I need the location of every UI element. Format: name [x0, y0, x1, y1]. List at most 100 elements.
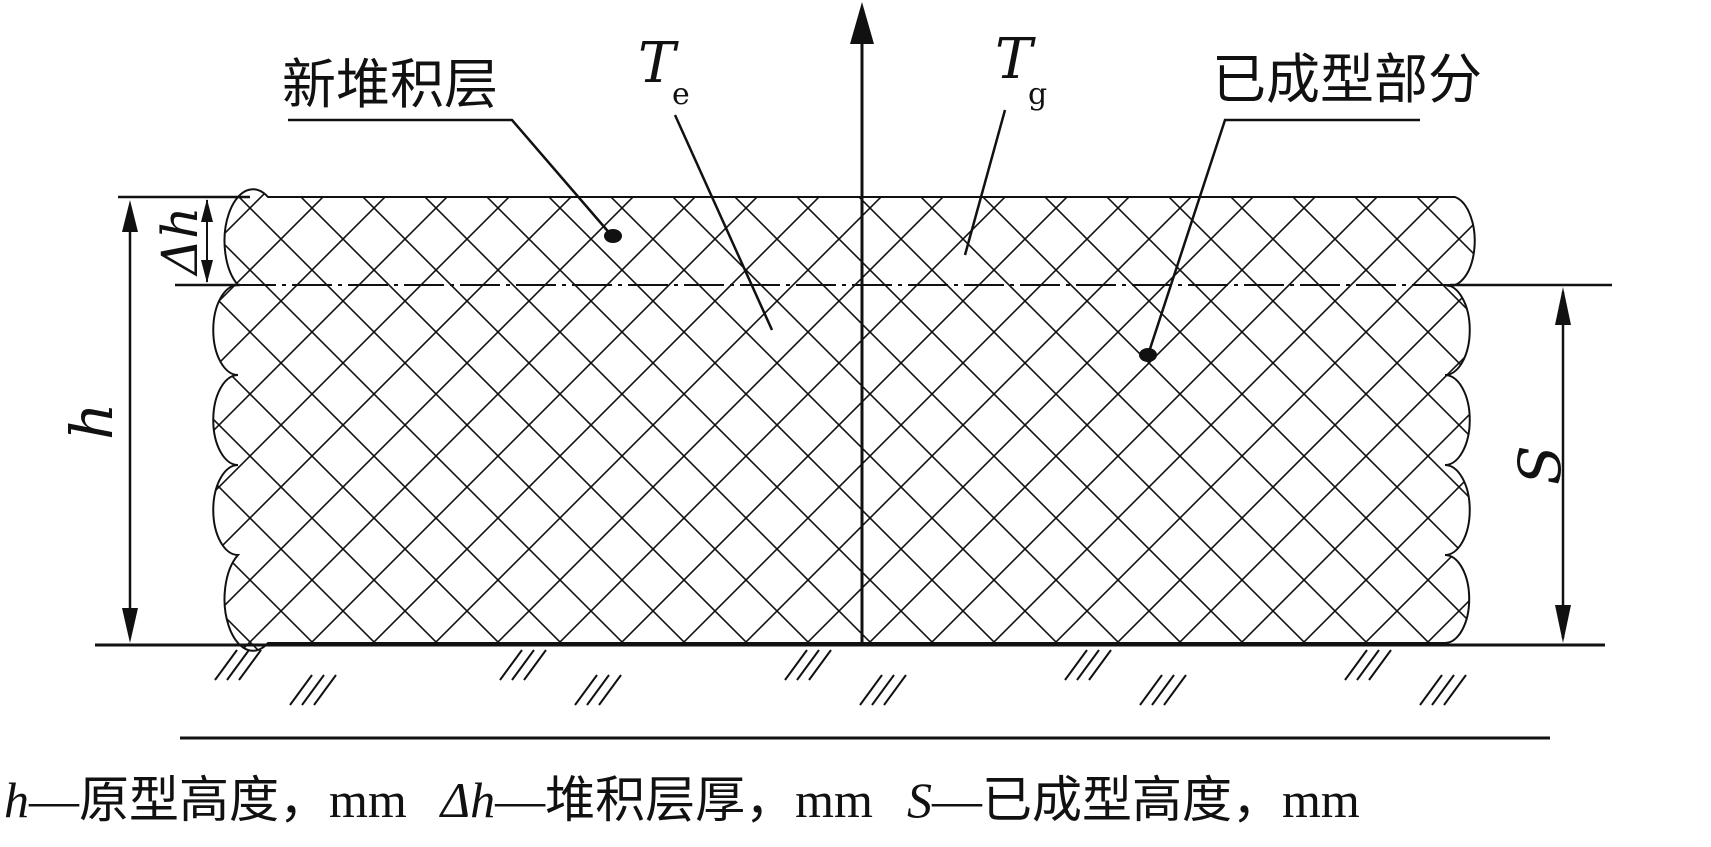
hatch-line [625, 189, 1177, 651]
ground-hatch-mark [586, 674, 610, 706]
caption-dh: Δh—堆积层厚，mm [440, 772, 873, 828]
caption-h: h—原型高度，mm [4, 772, 407, 828]
h-arrow-bottom [122, 608, 138, 643]
hatch-line [1059, 189, 1475, 651]
temperature-axis-arrowhead [850, 2, 874, 44]
hatch-line [1494, 150, 1711, 700]
ground-hatch-mark [511, 649, 535, 681]
hatch-line [213, 189, 495, 651]
hatch-line [1307, 189, 1475, 651]
figure-caption: h—原型高度，mm Δh—堆积层厚，mm S—已成型高度，mm [4, 760, 1709, 840]
new-layer-dot [604, 229, 622, 243]
dh-arrow-top [201, 199, 213, 222]
hatch-line [1680, 150, 1711, 700]
tg-leader [963, 109, 1007, 256]
dh-arrow-bottom [201, 260, 213, 283]
new-layer-label: 新堆积层 [282, 53, 498, 116]
ground-hatch-mark [238, 649, 262, 681]
hatch-line [0, 150, 60, 700]
ground-hatch-mark [313, 674, 337, 706]
hatch-line [213, 189, 433, 651]
hatch-line [997, 189, 1475, 651]
ground-hatch-mark [1368, 649, 1392, 681]
hatch-line [501, 189, 1053, 651]
ground-hatch-mark [1419, 674, 1443, 706]
ground-hatch-mark [1139, 674, 1163, 706]
hatch-line [213, 189, 371, 651]
ground-hatch-mark [808, 649, 832, 681]
ground-hatch-mark [1088, 649, 1112, 681]
h-label: h [58, 403, 126, 440]
hatch-line [687, 189, 1239, 651]
hatch-line [1618, 150, 1711, 700]
hatch-line [439, 189, 991, 651]
dh-label: Δh [151, 207, 209, 277]
caption-s: S—已成型高度，mm [906, 772, 1360, 828]
h-arrow-top [122, 200, 138, 232]
hatch-line [749, 189, 1301, 651]
s-arrow-bottom [1555, 605, 1571, 643]
ground-hatch-mark [796, 649, 820, 681]
tg-label: T [995, 27, 1036, 92]
ground-hatch-mark [301, 674, 325, 706]
ground-hatch-mark [499, 649, 523, 681]
ground-hatch-mark [784, 649, 808, 681]
hatch-line [1245, 189, 1475, 651]
hatch-line [253, 189, 805, 651]
tg-subscript: g [1028, 77, 1047, 112]
part-outline [212, 188, 1476, 652]
hatch-line [1369, 189, 1475, 651]
hatch-line [213, 189, 433, 651]
hatch-line [377, 189, 929, 651]
new-layer-leader [288, 118, 613, 237]
hatch-line [213, 189, 557, 651]
hatch-line [1618, 150, 1711, 700]
ground-hatch-mark [598, 674, 622, 706]
hatch-line [1556, 150, 1711, 700]
te-subscript: e [672, 77, 690, 112]
ground-hatch-mark [214, 649, 238, 681]
hatch-line [873, 189, 1425, 651]
hatch-line [1183, 189, 1475, 651]
hatch-line [1494, 150, 1711, 700]
hatch-line [563, 189, 1115, 651]
hatch-line [315, 189, 867, 651]
ground-hatch-mark [1163, 674, 1187, 706]
hatch-line [213, 189, 619, 651]
hatch-line [1680, 150, 1711, 700]
ground-hatch-mark [883, 674, 907, 706]
formed-part-label: 已成型部分 [1212, 48, 1482, 111]
ground-hatch-mark [1431, 674, 1455, 706]
hatch-line [0, 150, 60, 700]
ground-hatch-mark [289, 674, 313, 706]
hatch-line [1369, 189, 1475, 651]
formed-part-leader [1146, 118, 1420, 356]
hatch-line [811, 189, 1363, 651]
crosshatch-pattern [0, 150, 1711, 700]
ground-hatch-mark [523, 649, 547, 681]
ground-hatch-mark [859, 674, 883, 706]
ground-hatch-mark [1076, 649, 1100, 681]
ground-hatch-mark [226, 649, 250, 681]
hatch-line [213, 189, 743, 651]
s-label: S [1506, 445, 1574, 485]
hatch-line [1245, 189, 1475, 651]
ground-hatching [214, 649, 1467, 706]
s-arrow-top [1555, 287, 1571, 325]
hatch-line [1307, 189, 1475, 651]
formed-part-dot [1139, 348, 1157, 362]
hatch-line [213, 189, 371, 651]
ground-hatch-mark [1356, 649, 1380, 681]
ground-hatch-mark [574, 674, 598, 706]
hatch-line [935, 189, 1475, 651]
hatch-line [1556, 150, 1711, 700]
te-leader [673, 114, 774, 331]
hatch-line [1121, 189, 1475, 651]
ground-hatch-mark [1443, 674, 1467, 706]
ground-hatch-mark [1344, 649, 1368, 681]
te-label: T [638, 31, 679, 96]
ground-hatch-mark [1151, 674, 1175, 706]
ground-hatch-mark [871, 674, 895, 706]
hatch-line [1183, 189, 1475, 651]
